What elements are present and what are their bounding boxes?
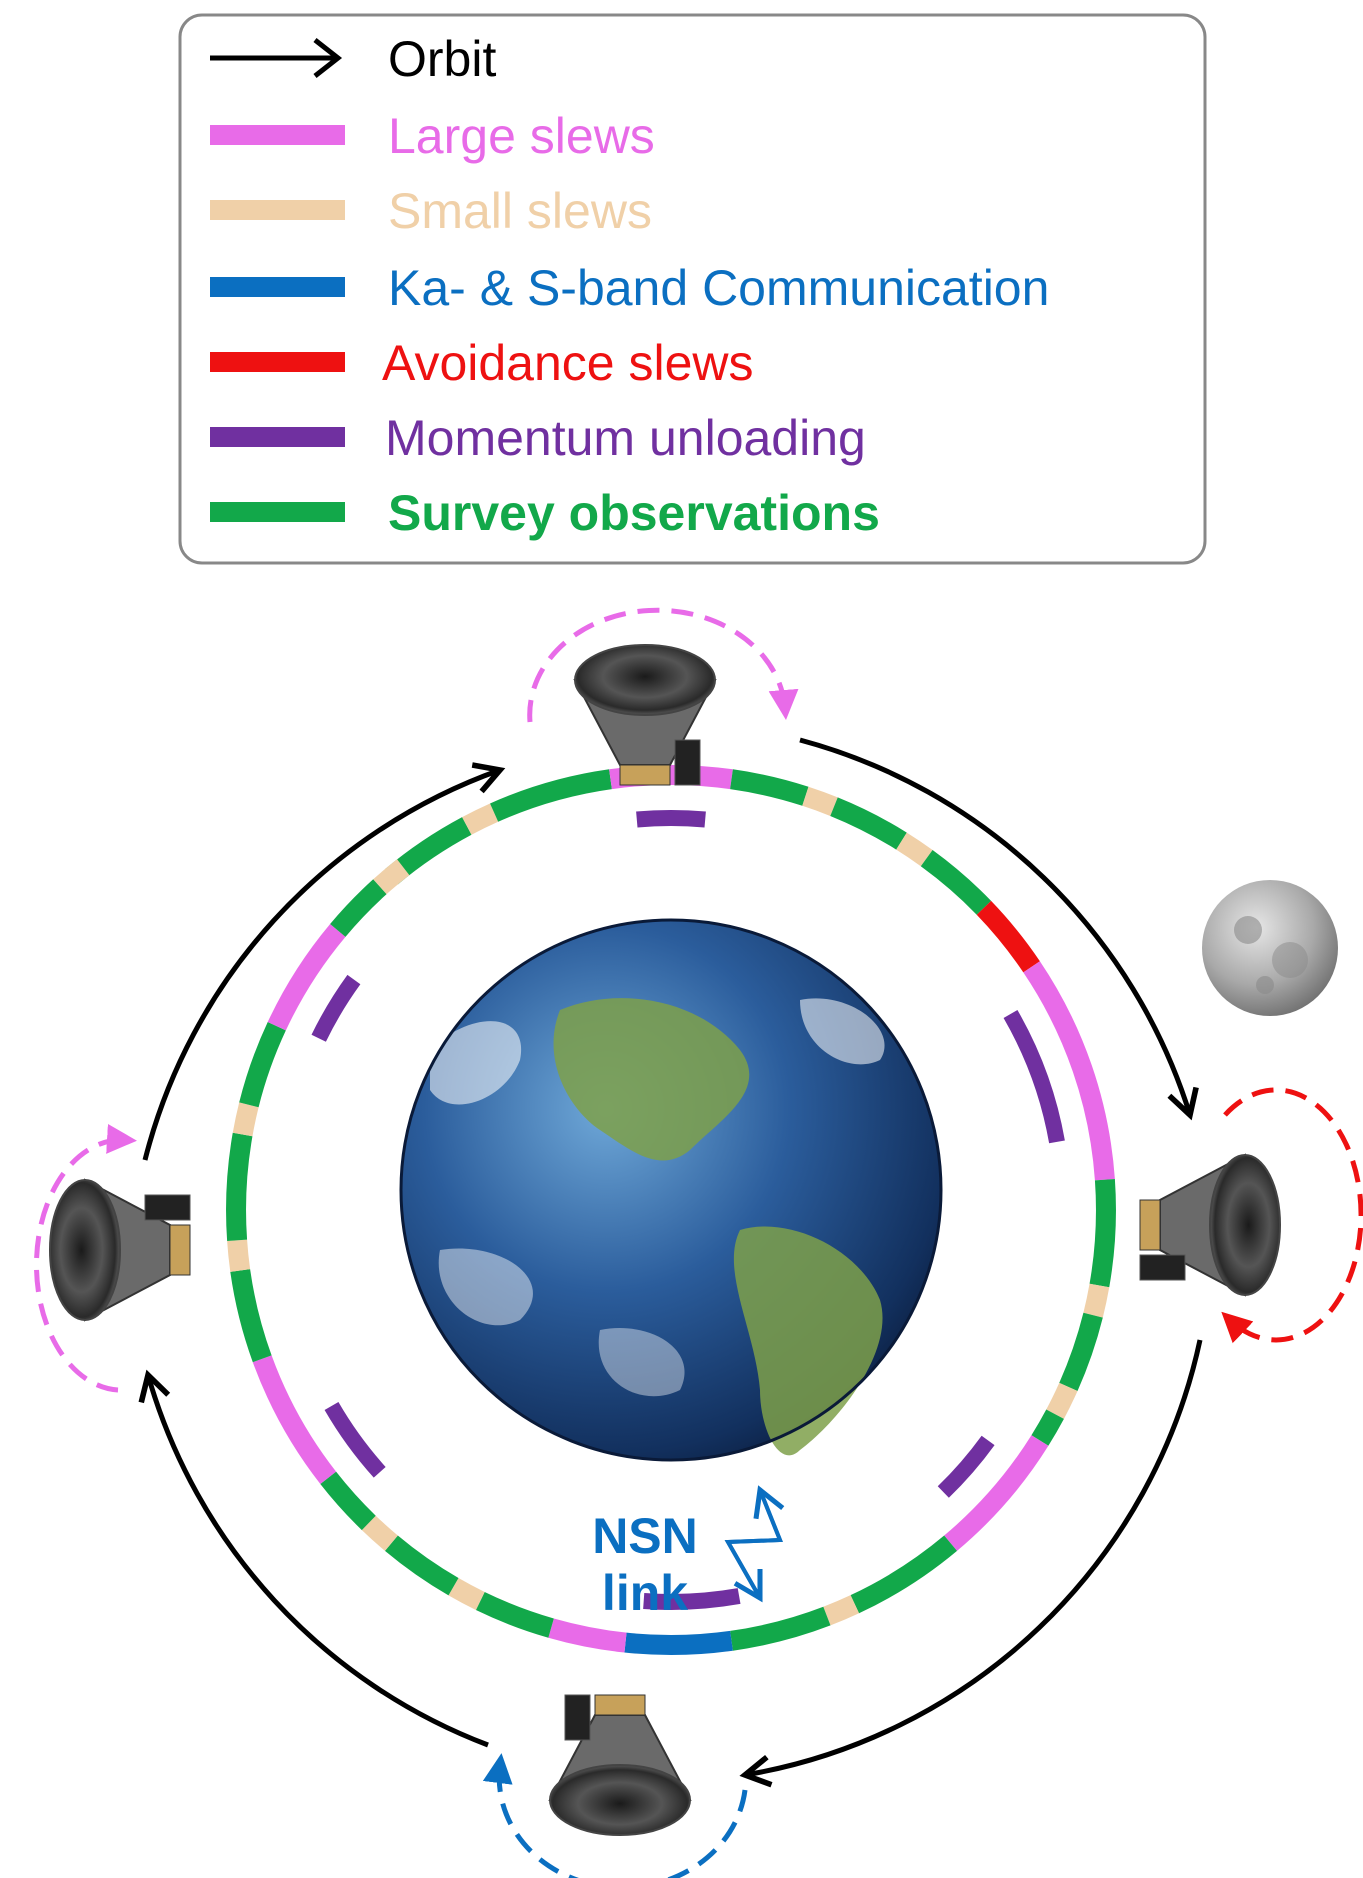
nsn-link: NSN link — [592, 1485, 785, 1621]
orbit-arrows — [138, 737, 1203, 1788]
ring-segment-small — [1083, 1283, 1110, 1318]
ring-segment-survey — [330, 879, 387, 937]
ring-segment-survey — [920, 850, 992, 915]
orbit-arrow-top-right — [799, 737, 1199, 1121]
nsn-link-label-1: NSN — [592, 1508, 698, 1564]
ring-segment-survey — [230, 1269, 272, 1363]
rotation-arrow-bottom — [482, 1753, 748, 1878]
ring-segment-small — [361, 1515, 398, 1551]
ring-segment-large — [609, 765, 733, 790]
ring-segment-avoid — [976, 900, 1040, 973]
nsn-link-zigzag — [724, 1485, 785, 1599]
ring-segment-survey — [850, 1535, 958, 1614]
ring-segment-survey — [1059, 1312, 1103, 1391]
ring-segment-survey — [1089, 1179, 1116, 1288]
legend-item-survey-observations: Survey observations — [210, 485, 880, 541]
ring-segment-survey — [730, 769, 809, 806]
ring-segment-small — [373, 859, 410, 895]
spacecraft-icon-bottom — [548, 1694, 692, 1836]
legend-item-momentum-unloading: Momentum unloading — [210, 410, 866, 466]
rotation-arrow-right — [1221, 1087, 1363, 1344]
ring-segment-large — [1023, 961, 1115, 1181]
moon-icon — [1202, 880, 1338, 1016]
ring-segment-small — [462, 803, 499, 835]
momentum-unloading-arc — [636, 810, 706, 828]
ring-segment-survey — [384, 1535, 459, 1596]
ring-segment-large — [944, 1435, 1049, 1551]
orbit-arrow-top-left — [142, 762, 506, 1161]
rotation-arrow-top — [527, 607, 799, 723]
momentum-unloading-arc — [311, 974, 361, 1042]
momentum-unloading-arc — [324, 1401, 386, 1478]
legend-label-survey-observations: Survey observations — [388, 485, 880, 541]
ring-segment-survey — [830, 797, 907, 850]
ring-segment-large — [548, 1618, 627, 1653]
legend-label-orbit: Orbit — [388, 31, 496, 87]
spacecraft-icon-right — [1139, 1153, 1281, 1297]
legend-label-communication: Ka- & S-band Communication — [388, 260, 1049, 316]
orbit-arrow-head — [313, 38, 343, 78]
legend-item-avoidance-slews: Avoidance slews — [210, 335, 754, 391]
ring-segment-survey — [730, 1606, 831, 1651]
ring-segment-survey — [320, 1471, 376, 1531]
momentum-unloading-arc — [1003, 1010, 1065, 1144]
slew-rotation-arrows — [33, 607, 1363, 1878]
ring-segment-small — [232, 1102, 259, 1137]
nsn-link-label-2: link — [602, 1565, 688, 1621]
ring-segment-large — [252, 1355, 337, 1484]
ring-segment-small — [227, 1239, 251, 1272]
ring-segment-survey — [1031, 1409, 1064, 1446]
ring-segment-small — [823, 1595, 860, 1626]
momentum-unloading-arc — [937, 1435, 995, 1498]
ring-segment-small — [802, 786, 838, 816]
ring-segment-small — [1046, 1382, 1078, 1419]
legend-label-large-slews: Large slews — [388, 108, 655, 164]
nsn-link-zigzag-down — [724, 1489, 783, 1603]
orbit-arrow-bottom-left — [138, 1369, 489, 1748]
ring-segment-small — [448, 1578, 485, 1610]
ring-segment-small — [896, 832, 933, 867]
ring-segment-large — [267, 923, 346, 1031]
ring-segment-survey — [226, 1132, 253, 1241]
ring-segment-comm — [624, 1630, 733, 1656]
legend-item-orbit: Orbit — [210, 31, 496, 87]
spacecraft-icon-left — [49, 1178, 191, 1322]
legend-label-momentum-unloading: Momentum unloading — [385, 410, 866, 466]
legend-frame — [178, 13, 1207, 565]
legend-label-avoidance-slews: Avoidance slews — [382, 335, 754, 391]
ring-segment-survey — [490, 769, 612, 822]
ring-segment-survey — [475, 1591, 554, 1638]
legend-item-communication: Ka- & S-band Communication — [210, 260, 1049, 316]
orbit-arrow-bottom-right — [739, 1339, 1203, 1788]
legend-item-small-slews: Small slews — [210, 183, 652, 239]
legend: Orbit Large slews Small slews Ka- & S-ba… — [178, 13, 1207, 565]
operations-ring — [226, 765, 1116, 1656]
earth-icon — [399, 918, 943, 1462]
ring-segment-survey — [239, 1021, 286, 1108]
rotation-arrow-left — [33, 1123, 137, 1393]
legend-item-large-slews: Large slews — [210, 108, 655, 164]
spacecraft-icon-top — [573, 644, 717, 786]
legend-label-small-slews: Small slews — [388, 183, 652, 239]
